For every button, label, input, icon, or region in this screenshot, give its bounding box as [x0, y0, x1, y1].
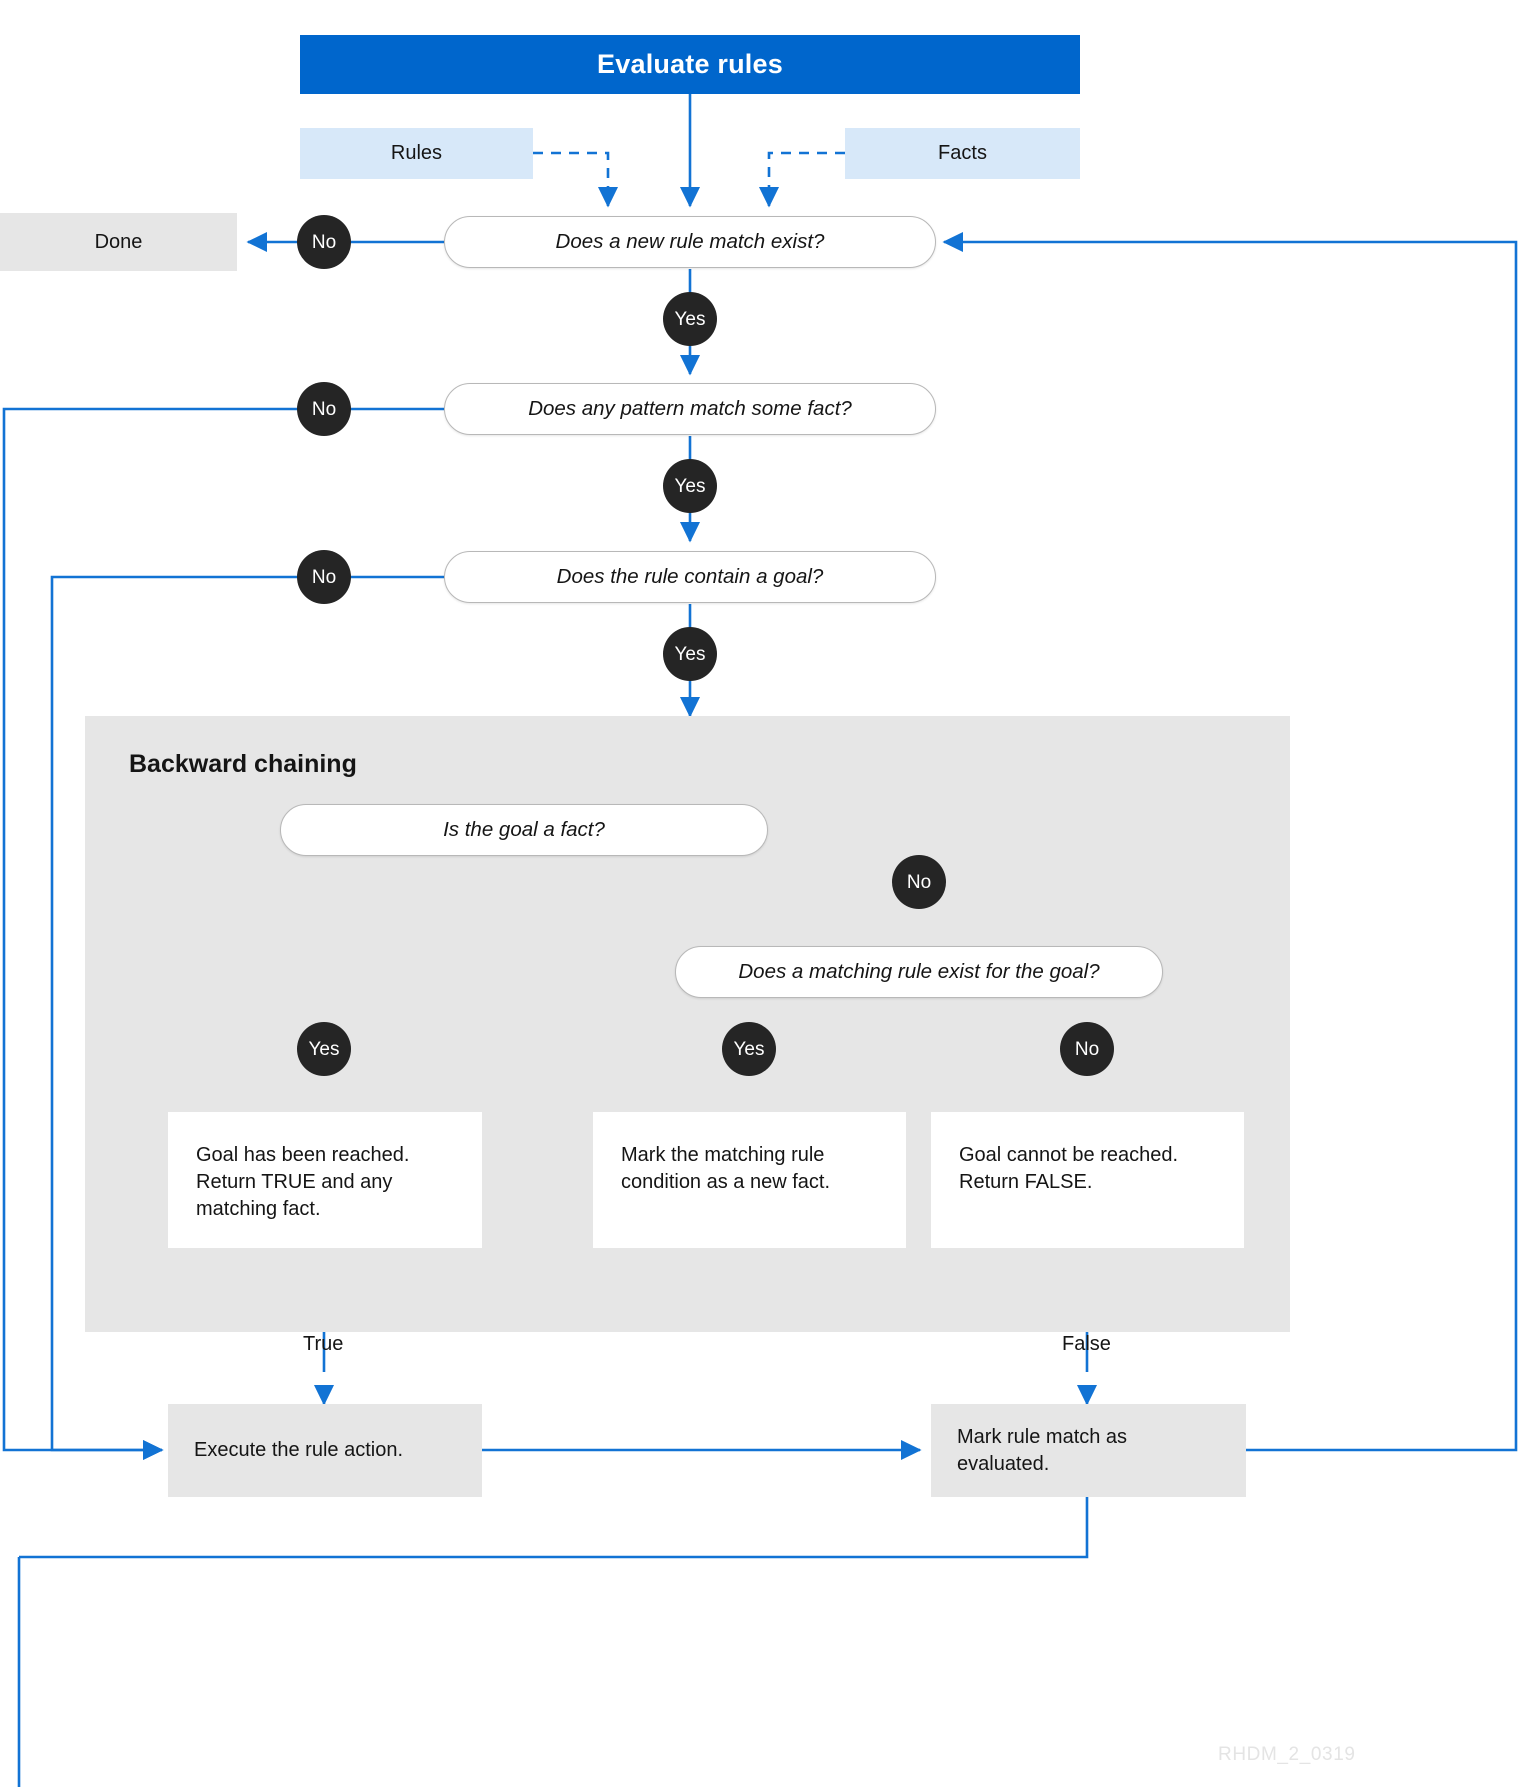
badge-no-pattern-match: No: [297, 382, 351, 436]
decision-pattern-match-fact: Does any pattern match some fact?: [444, 383, 936, 435]
terminal-done: Done: [0, 213, 237, 271]
result-box-goal-reached: Goal has been reached. Return TRUE and a…: [168, 1112, 482, 1248]
action-mark-evaluated-text: Mark rule match as evaluated.: [957, 1425, 1128, 1475]
badge-yes-goal-is-fact: Yes: [297, 1022, 351, 1076]
action-execute-rule-text: Execute the rule action.: [194, 1439, 404, 1462]
badge-yes-pattern-match: Yes: [663, 459, 717, 513]
decision-rule-contains-goal: Does the rule contain a goal?: [444, 551, 936, 603]
input-chip-rules: Rules: [300, 128, 533, 179]
badge-yes-matching-rule: Yes: [722, 1022, 776, 1076]
result-box-mark-condition: Mark the matching rule condition as a ne…: [593, 1112, 906, 1248]
badge-no-rule-contains-goal: No: [297, 550, 351, 604]
result-box-goal-not-reached: Goal cannot be reached. Return FALSE.: [931, 1112, 1244, 1248]
result-box-mark-condition-text: Mark the matching rule condition as a ne…: [621, 1144, 831, 1193]
badge-no-goal-is-fact: No: [892, 855, 946, 909]
edge-label-false: False: [1062, 1333, 1111, 1355]
watermark: RHDM_2_0319: [1218, 1744, 1356, 1765]
edge-label-true: True: [303, 1333, 344, 1355]
decision-new-rule-match: Does a new rule match exist?: [444, 216, 936, 268]
page-title: Evaluate rules: [300, 35, 1080, 94]
badge-no-matching-rule: No: [1060, 1022, 1114, 1076]
result-box-goal-not-reached-text: Goal cannot be reached. Return FALSE.: [959, 1144, 1179, 1193]
action-mark-evaluated: Mark rule match as evaluated.: [931, 1404, 1246, 1497]
badge-yes-rule-contains-goal: Yes: [663, 627, 717, 681]
decision-matching-rule-for-goal: Does a matching rule exist for the goal?: [675, 946, 1163, 998]
backward-chaining-title: Backward chaining: [129, 750, 357, 778]
input-chip-facts: Facts: [845, 128, 1080, 179]
badge-no-new-rule-match: No: [297, 215, 351, 269]
decision-goal-is-fact: Is the goal a fact?: [280, 804, 768, 856]
result-box-goal-reached-text: Goal has been reached. Return TRUE and a…: [196, 1144, 410, 1220]
badge-yes-new-rule-match: Yes: [663, 292, 717, 346]
action-execute-rule: Execute the rule action.: [168, 1404, 482, 1497]
